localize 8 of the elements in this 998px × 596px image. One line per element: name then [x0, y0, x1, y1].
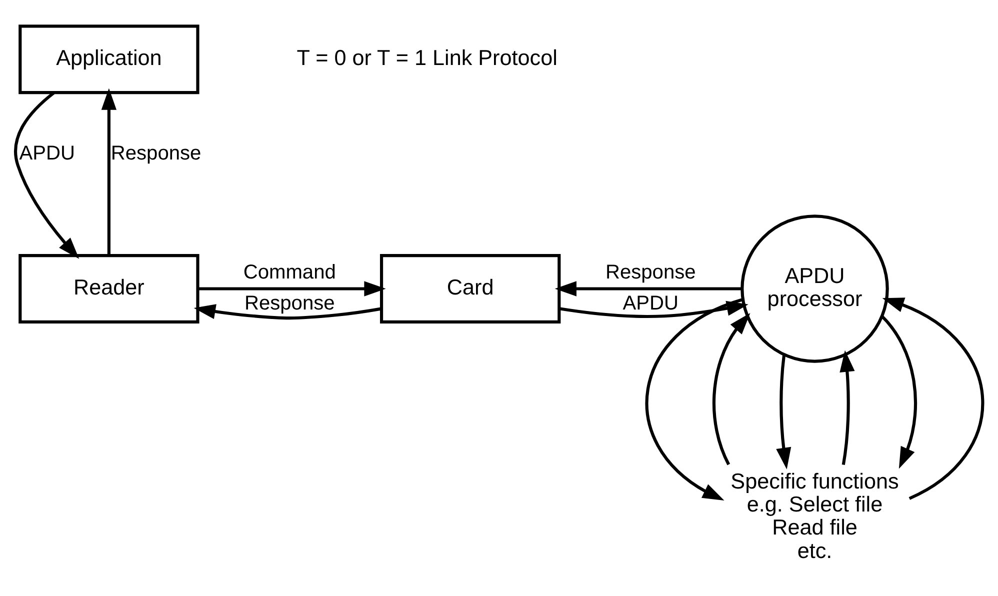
node-text: Specific functions e.g. Select file Read file etc. — [730, 468, 899, 563]
edge-label: Response — [244, 292, 335, 314]
edge-label: Response — [110, 142, 202, 165]
label: T = 0 or T = 1 Link Protocol — [296, 45, 558, 70]
edge-label: Response — [605, 262, 696, 284]
edge-label: APDU — [19, 142, 76, 165]
edge-label: Command — [243, 262, 336, 284]
edge-label: APDU — [622, 292, 679, 314]
